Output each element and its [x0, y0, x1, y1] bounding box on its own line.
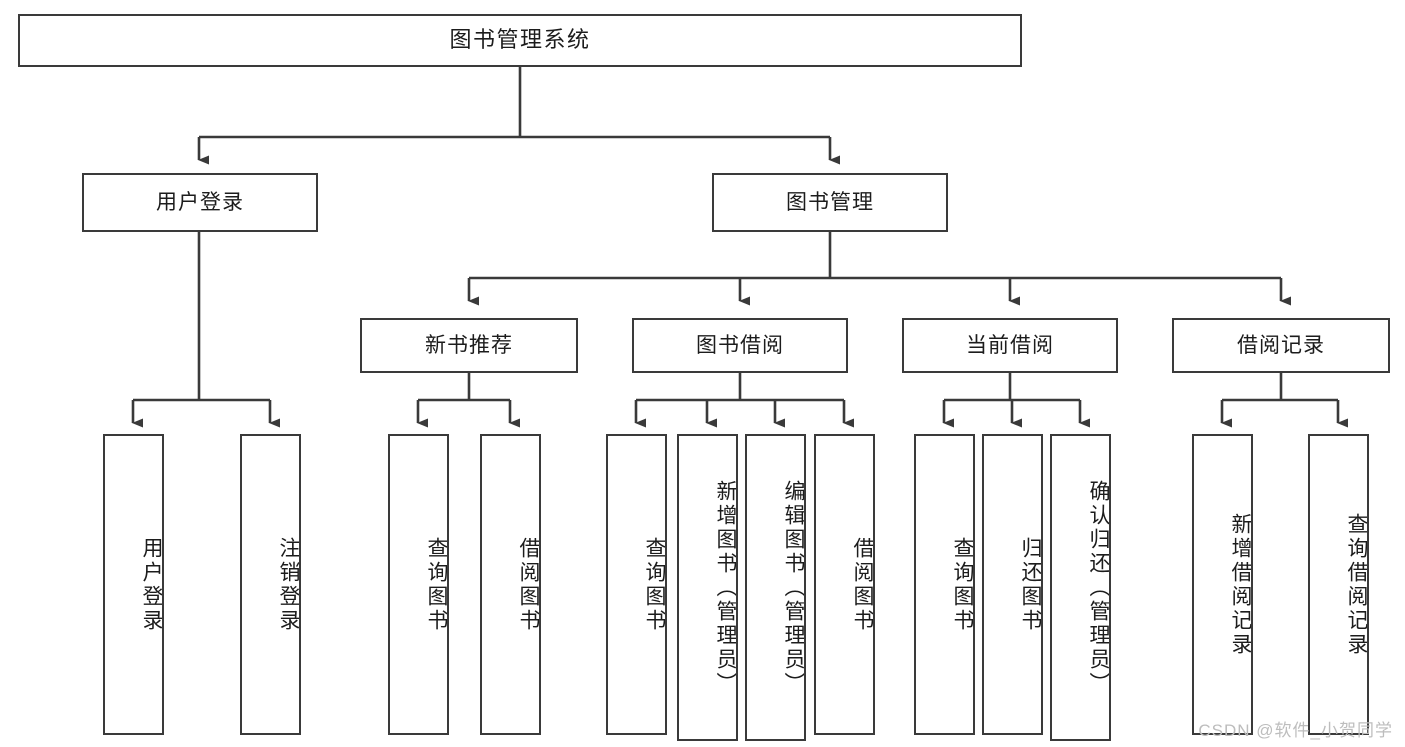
- leaf-confirm-return-admin[interactable]: 确认归还（管理员）: [1050, 434, 1111, 741]
- node-label: 新增借阅记录: [1229, 512, 1252, 657]
- node-book-borrow[interactable]: 图书借阅: [632, 318, 848, 373]
- node-current-borrow[interactable]: 当前借阅: [902, 318, 1118, 373]
- node-label: 查询图书: [425, 536, 448, 633]
- node-root-system[interactable]: 图书管理系统: [18, 14, 1022, 67]
- leaf-borrow-book[interactable]: 借阅图书: [814, 434, 875, 735]
- node-user-login[interactable]: 用户登录: [82, 173, 318, 232]
- node-label: 查询图书: [643, 536, 666, 633]
- leaf-query-borrow-record[interactable]: 查询借阅记录: [1308, 434, 1369, 735]
- leaf-user-login[interactable]: 用户登录: [103, 434, 164, 735]
- node-label: 图书管理系统: [449, 27, 591, 53]
- node-label: 用户登录: [156, 190, 244, 214]
- node-label: 编辑图书（管理员）: [782, 479, 805, 696]
- node-label: 借阅图书: [851, 536, 874, 633]
- node-label: 借阅图书: [517, 536, 540, 633]
- leaf-edit-book-admin[interactable]: 编辑图书（管理员）: [745, 434, 806, 741]
- leaf-query-book-borrow[interactable]: 查询图书: [606, 434, 667, 735]
- node-label: 新书推荐: [425, 333, 513, 357]
- leaf-query-book-recommend[interactable]: 查询图书: [388, 434, 449, 735]
- node-label: 图书管理: [786, 190, 874, 214]
- node-label: 查询图书: [951, 536, 974, 633]
- node-label: 用户登录: [140, 536, 163, 633]
- leaf-add-borrow-record[interactable]: 新增借阅记录: [1192, 434, 1253, 735]
- leaf-add-book-admin[interactable]: 新增图书（管理员）: [677, 434, 738, 741]
- node-label: 当前借阅: [966, 333, 1054, 357]
- node-borrow-record[interactable]: 借阅记录: [1172, 318, 1390, 373]
- leaf-return-book[interactable]: 归还图书: [982, 434, 1043, 735]
- node-label: 图书借阅: [696, 333, 784, 357]
- watermark-text: CSDN @软件_小贺同学: [1198, 721, 1393, 740]
- node-book-management[interactable]: 图书管理: [712, 173, 948, 232]
- node-label: 借阅记录: [1237, 333, 1325, 357]
- leaf-logout[interactable]: 注销登录: [240, 434, 301, 735]
- node-label: 新增图书（管理员）: [714, 479, 737, 696]
- node-label: 归还图书: [1019, 536, 1042, 633]
- node-label: 注销登录: [277, 536, 300, 633]
- node-label: 确认归还（管理员）: [1087, 479, 1110, 696]
- node-new-book-recommend[interactable]: 新书推荐: [360, 318, 578, 373]
- node-label: 查询借阅记录: [1345, 512, 1368, 657]
- leaf-query-book-current[interactable]: 查询图书: [914, 434, 975, 735]
- leaf-borrow-book-recommend[interactable]: 借阅图书: [480, 434, 541, 735]
